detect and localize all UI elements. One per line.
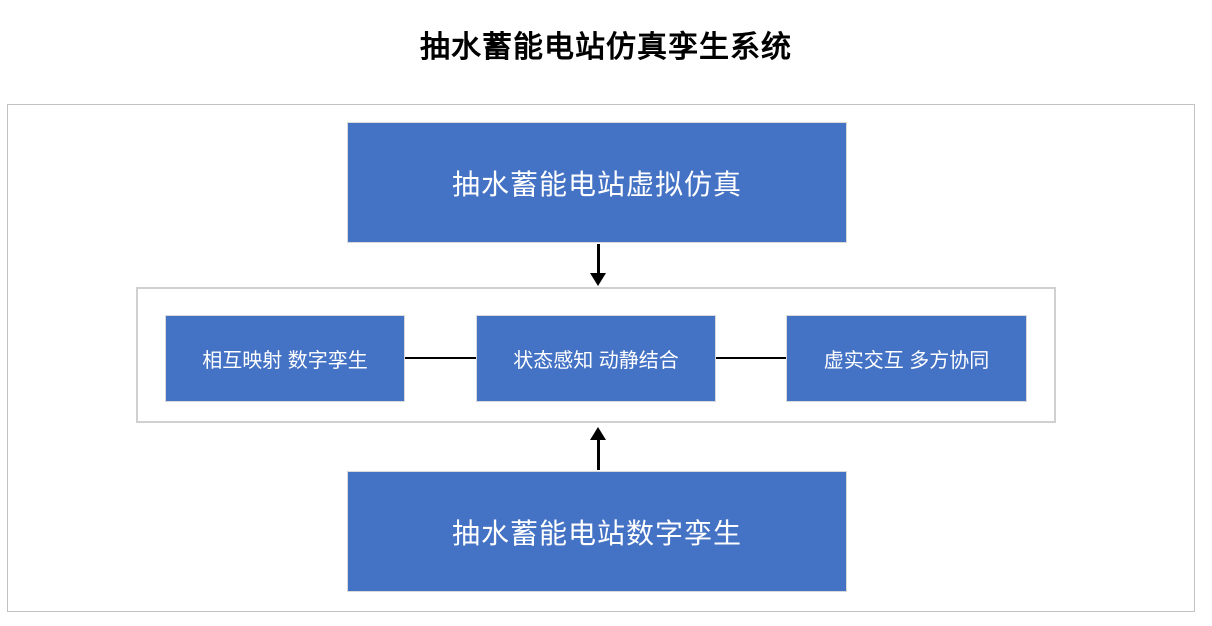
node-mutual-mapping: 相互映射 数字孪生	[165, 315, 405, 402]
node-digital-twin-label: 抽水蓄能电站数字孪生	[451, 517, 742, 549]
node-digital-twin: 抽水蓄能电站数字孪生	[347, 471, 847, 592]
page-title: 抽水蓄能电站仿真孪生系统	[420, 31, 792, 64]
node-mutual-mapping-label: 相互映射 数字孪生	[202, 350, 368, 372]
node-state-perception: 状态感知 动静结合	[476, 315, 716, 402]
node-state-perception-label: 状态感知 动静结合	[513, 350, 679, 372]
node-virtual-real-interaction: 虚实交互 多方协同	[786, 315, 1027, 402]
down-arrow-head-icon	[590, 273, 606, 286]
connector-line-right	[716, 357, 786, 359]
up-arrow-head-icon	[590, 427, 606, 440]
up-arrow-icon	[597, 439, 600, 470]
connector-line-left	[405, 357, 476, 359]
down-arrow-icon	[597, 244, 600, 275]
node-virtual-real-interaction-label: 虚实交互 多方协同	[823, 350, 990, 372]
node-virtual-simulation: 抽水蓄能电站虚拟仿真	[347, 122, 847, 243]
node-virtual-simulation-label: 抽水蓄能电站虚拟仿真	[451, 168, 742, 200]
